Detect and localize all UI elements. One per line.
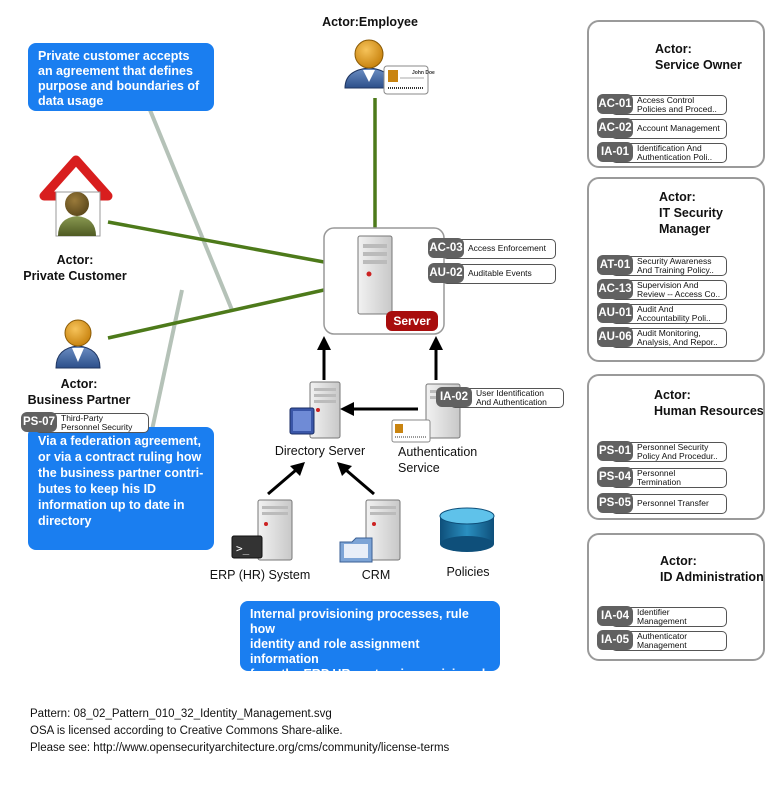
panel-id-administration-title: Actor:ID Administration [660,554,764,584]
footer-pattern-line: Pattern: 08_02_Pattern_010_32_Identity_M… [30,708,332,720]
crm-label: CRM [361,568,391,582]
private-customer-icon [39,155,113,237]
employee-actor-label: Actor:Employee [322,15,418,29]
server-label: Server [386,311,438,331]
erp-label: ERP (HR) System [209,568,311,582]
actor-connections [107,98,377,340]
footer-url-line: Please see: http://www.opensecurityarchi… [30,742,450,754]
data-flow-arrows [267,336,443,496]
arrow-directory-to-server [317,336,331,380]
directory-server-icon [289,381,341,439]
customer-server-link [107,220,325,264]
partner-server-link [107,288,325,340]
arrow-erp-to-directory [267,462,305,496]
control-ac02: AC-02 Account Management [597,118,727,139]
svg-text:>_: >_ [236,542,250,555]
policies-database-icon [439,507,495,552]
auth-service-label: Authentication Service [398,445,478,475]
panel-human-resources-title: Actor:Human Resources [654,388,764,418]
callout-leaders [148,109,234,431]
policies-label: Policies [446,565,490,579]
panel-service-owner-title: Actor:Service Owner [655,42,742,72]
auth-badge-icon [391,419,431,443]
business-partner-label: Actor: Business Partner [27,377,131,407]
control-ps05: PS-05 Personnel Transfer [597,493,727,514]
badge-name: John Doe [412,70,435,76]
directory-server-label: Directory Server [274,444,366,458]
control-ac03: AC-03 Access Enforcement [428,238,556,259]
control-au06: AU-06 Audit Monitoring,Analysis, And Rep… [597,327,727,348]
terminal-icon: >_ [231,535,263,559]
crm-server-icon [339,499,401,563]
arrow-auth-to-directory [340,402,418,416]
control-au02: AU-02 Auditable Events [428,263,556,284]
footer-license-line: OSA is licensed according to Creative Co… [30,725,343,737]
license-footer: Pattern: 08_02_Pattern_010_32_Identity_M… [30,706,449,757]
erp-server-icon: >_ [231,499,293,561]
callout-private-customer: Private customer accepts an agreement th… [28,43,214,111]
id-badge-icon [383,65,429,95]
callout-federation: Via a federation agreement, or via a con… [28,427,214,550]
folder-icon [339,537,373,563]
arrow-crm-to-directory [337,462,375,496]
private-customer-label: Actor: Private Customer [23,253,127,283]
callout-provisioning: Internal provisioning processes, rule ho… [240,601,500,711]
employee-actor-icon [344,39,429,95]
central-server-icon [323,227,445,335]
arrow-auth-to-server [429,336,443,380]
business-partner-icon [55,319,101,369]
directory-book-icon [289,407,315,435]
